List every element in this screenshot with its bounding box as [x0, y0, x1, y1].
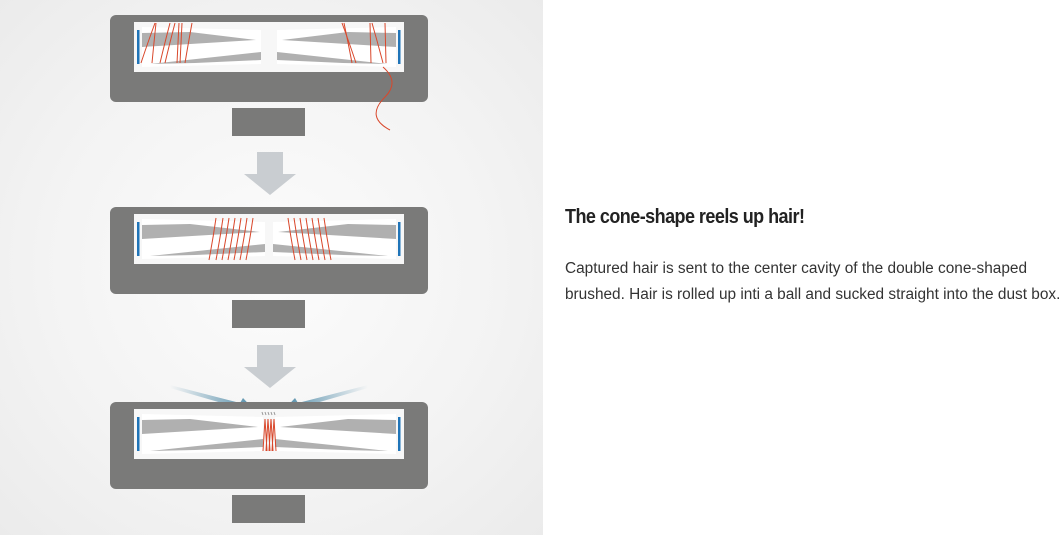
hair-strand	[215, 217, 224, 261]
left-brush-bristle	[142, 224, 260, 239]
left-brush-bristle	[150, 439, 263, 451]
brush-end-cap	[137, 417, 140, 451]
dust-box	[232, 300, 305, 328]
brush-end-cap	[137, 30, 140, 64]
brush-end-cap	[398, 222, 401, 256]
hair-strand	[271, 418, 277, 452]
right-brush-bristle	[275, 439, 388, 451]
illustration-svg	[110, 15, 428, 523]
hair-strand	[140, 22, 156, 64]
hair-strand	[341, 22, 357, 64]
hair-strand	[343, 22, 353, 64]
motion-mark	[264, 411, 267, 416]
hair-strand	[369, 22, 372, 64]
hair-strand	[305, 217, 314, 261]
right-brush-bristle	[282, 32, 396, 47]
hair-strand	[184, 22, 193, 64]
hair-strand	[245, 217, 254, 261]
hair-strand	[233, 217, 242, 261]
down-arrow-icon	[244, 345, 296, 388]
dust-box	[232, 495, 305, 523]
hair-strand	[293, 217, 302, 261]
hair-strand	[323, 217, 332, 261]
dust-box	[232, 108, 305, 136]
suction-arrow-right-icon	[280, 385, 368, 415]
hair-strand	[179, 22, 183, 64]
hair-strand	[384, 22, 387, 64]
robot-unit-sucked	[110, 402, 428, 523]
hair-strand	[208, 217, 217, 261]
hair-strand	[239, 217, 248, 261]
hair-strand	[375, 66, 393, 131]
robot-unit-center	[110, 207, 428, 328]
right-brush-bristle	[277, 52, 388, 64]
right-brush-bristle	[273, 244, 388, 256]
hair-strand	[287, 217, 296, 261]
motion-mark	[261, 411, 264, 416]
down-arrow-icon	[244, 152, 296, 195]
right-brush-bristle	[278, 224, 396, 239]
robot-unit-tangled	[110, 15, 428, 136]
left-brush-bristle	[142, 32, 256, 47]
hair-strand	[176, 22, 180, 64]
hair-strand	[164, 22, 176, 64]
left-brush-bristle	[142, 419, 258, 434]
suction-arrow-left-icon	[170, 385, 258, 415]
section-heading: The cone-shape reels up hair!	[565, 206, 805, 228]
motion-mark	[267, 411, 270, 416]
motion-mark	[273, 411, 276, 416]
hair-strand	[317, 217, 326, 261]
right-brush-bristle	[280, 419, 396, 434]
hair-strand	[311, 217, 320, 261]
hair-strand	[151, 22, 157, 64]
cone-brush-illustration	[0, 0, 543, 535]
hair-strand	[221, 217, 230, 261]
hair-strand	[159, 22, 171, 64]
hair-strand	[299, 217, 308, 261]
motion-mark	[270, 411, 273, 416]
hair-strand	[371, 22, 384, 64]
section-description: Captured hair is sent to the center cavi…	[565, 260, 1061, 303]
brush-end-cap	[398, 30, 401, 64]
left-brush-bristle	[150, 52, 261, 64]
brush-end-cap	[137, 222, 140, 256]
brush-end-cap	[398, 417, 401, 451]
hair-strand	[227, 217, 236, 261]
